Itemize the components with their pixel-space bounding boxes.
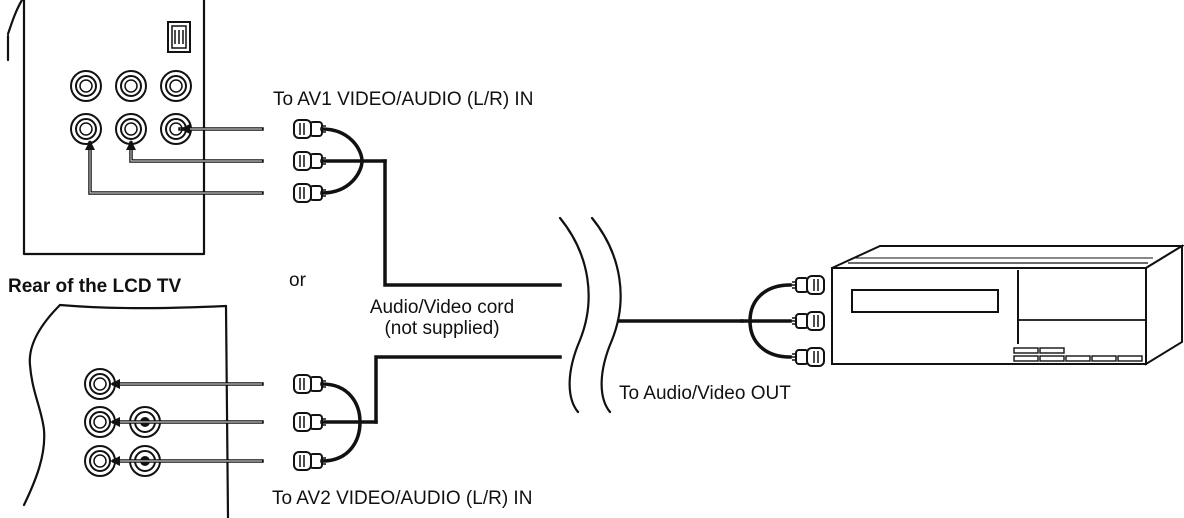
tv-rear-panel-bottom bbox=[22, 303, 230, 518]
tv-jack-top-1 bbox=[70, 70, 102, 102]
av2-cable-bundle bbox=[320, 355, 562, 463]
av1-input-label: To AV1 VIDEO/AUDIO (L/R) IN bbox=[273, 89, 534, 110]
tv-jack-av1-audio-l bbox=[115, 113, 147, 145]
av1-jack-leads bbox=[85, 124, 264, 195]
av1-cable-bundle bbox=[320, 127, 562, 287]
cord-label-line2: (not supplied) bbox=[384, 318, 500, 339]
tv-jack-av1-video bbox=[70, 113, 102, 145]
rear-tv-label: Rear of the LCD TV bbox=[8, 276, 182, 297]
av2-jack-leads bbox=[110, 379, 264, 466]
vcr-plug-3 bbox=[788, 347, 825, 367]
cable-break-mark bbox=[558, 216, 622, 414]
vcr-plug-1 bbox=[788, 275, 825, 295]
vcr-device bbox=[831, 244, 1184, 366]
vcr-cable bbox=[618, 283, 792, 359]
tv-jack-top-3 bbox=[160, 70, 192, 102]
vcr-plug-2 bbox=[788, 311, 825, 331]
or-label: or bbox=[289, 270, 306, 291]
av-out-label: To Audio/Video OUT bbox=[619, 383, 791, 404]
av2-input-label: To AV2 VIDEO/AUDIO (L/R) IN bbox=[272, 488, 533, 509]
cord-label-line1: Audio/Video cord bbox=[369, 297, 515, 318]
tv-jack-top-2 bbox=[115, 70, 147, 102]
tv-rear-panel-top bbox=[6, 0, 206, 256]
